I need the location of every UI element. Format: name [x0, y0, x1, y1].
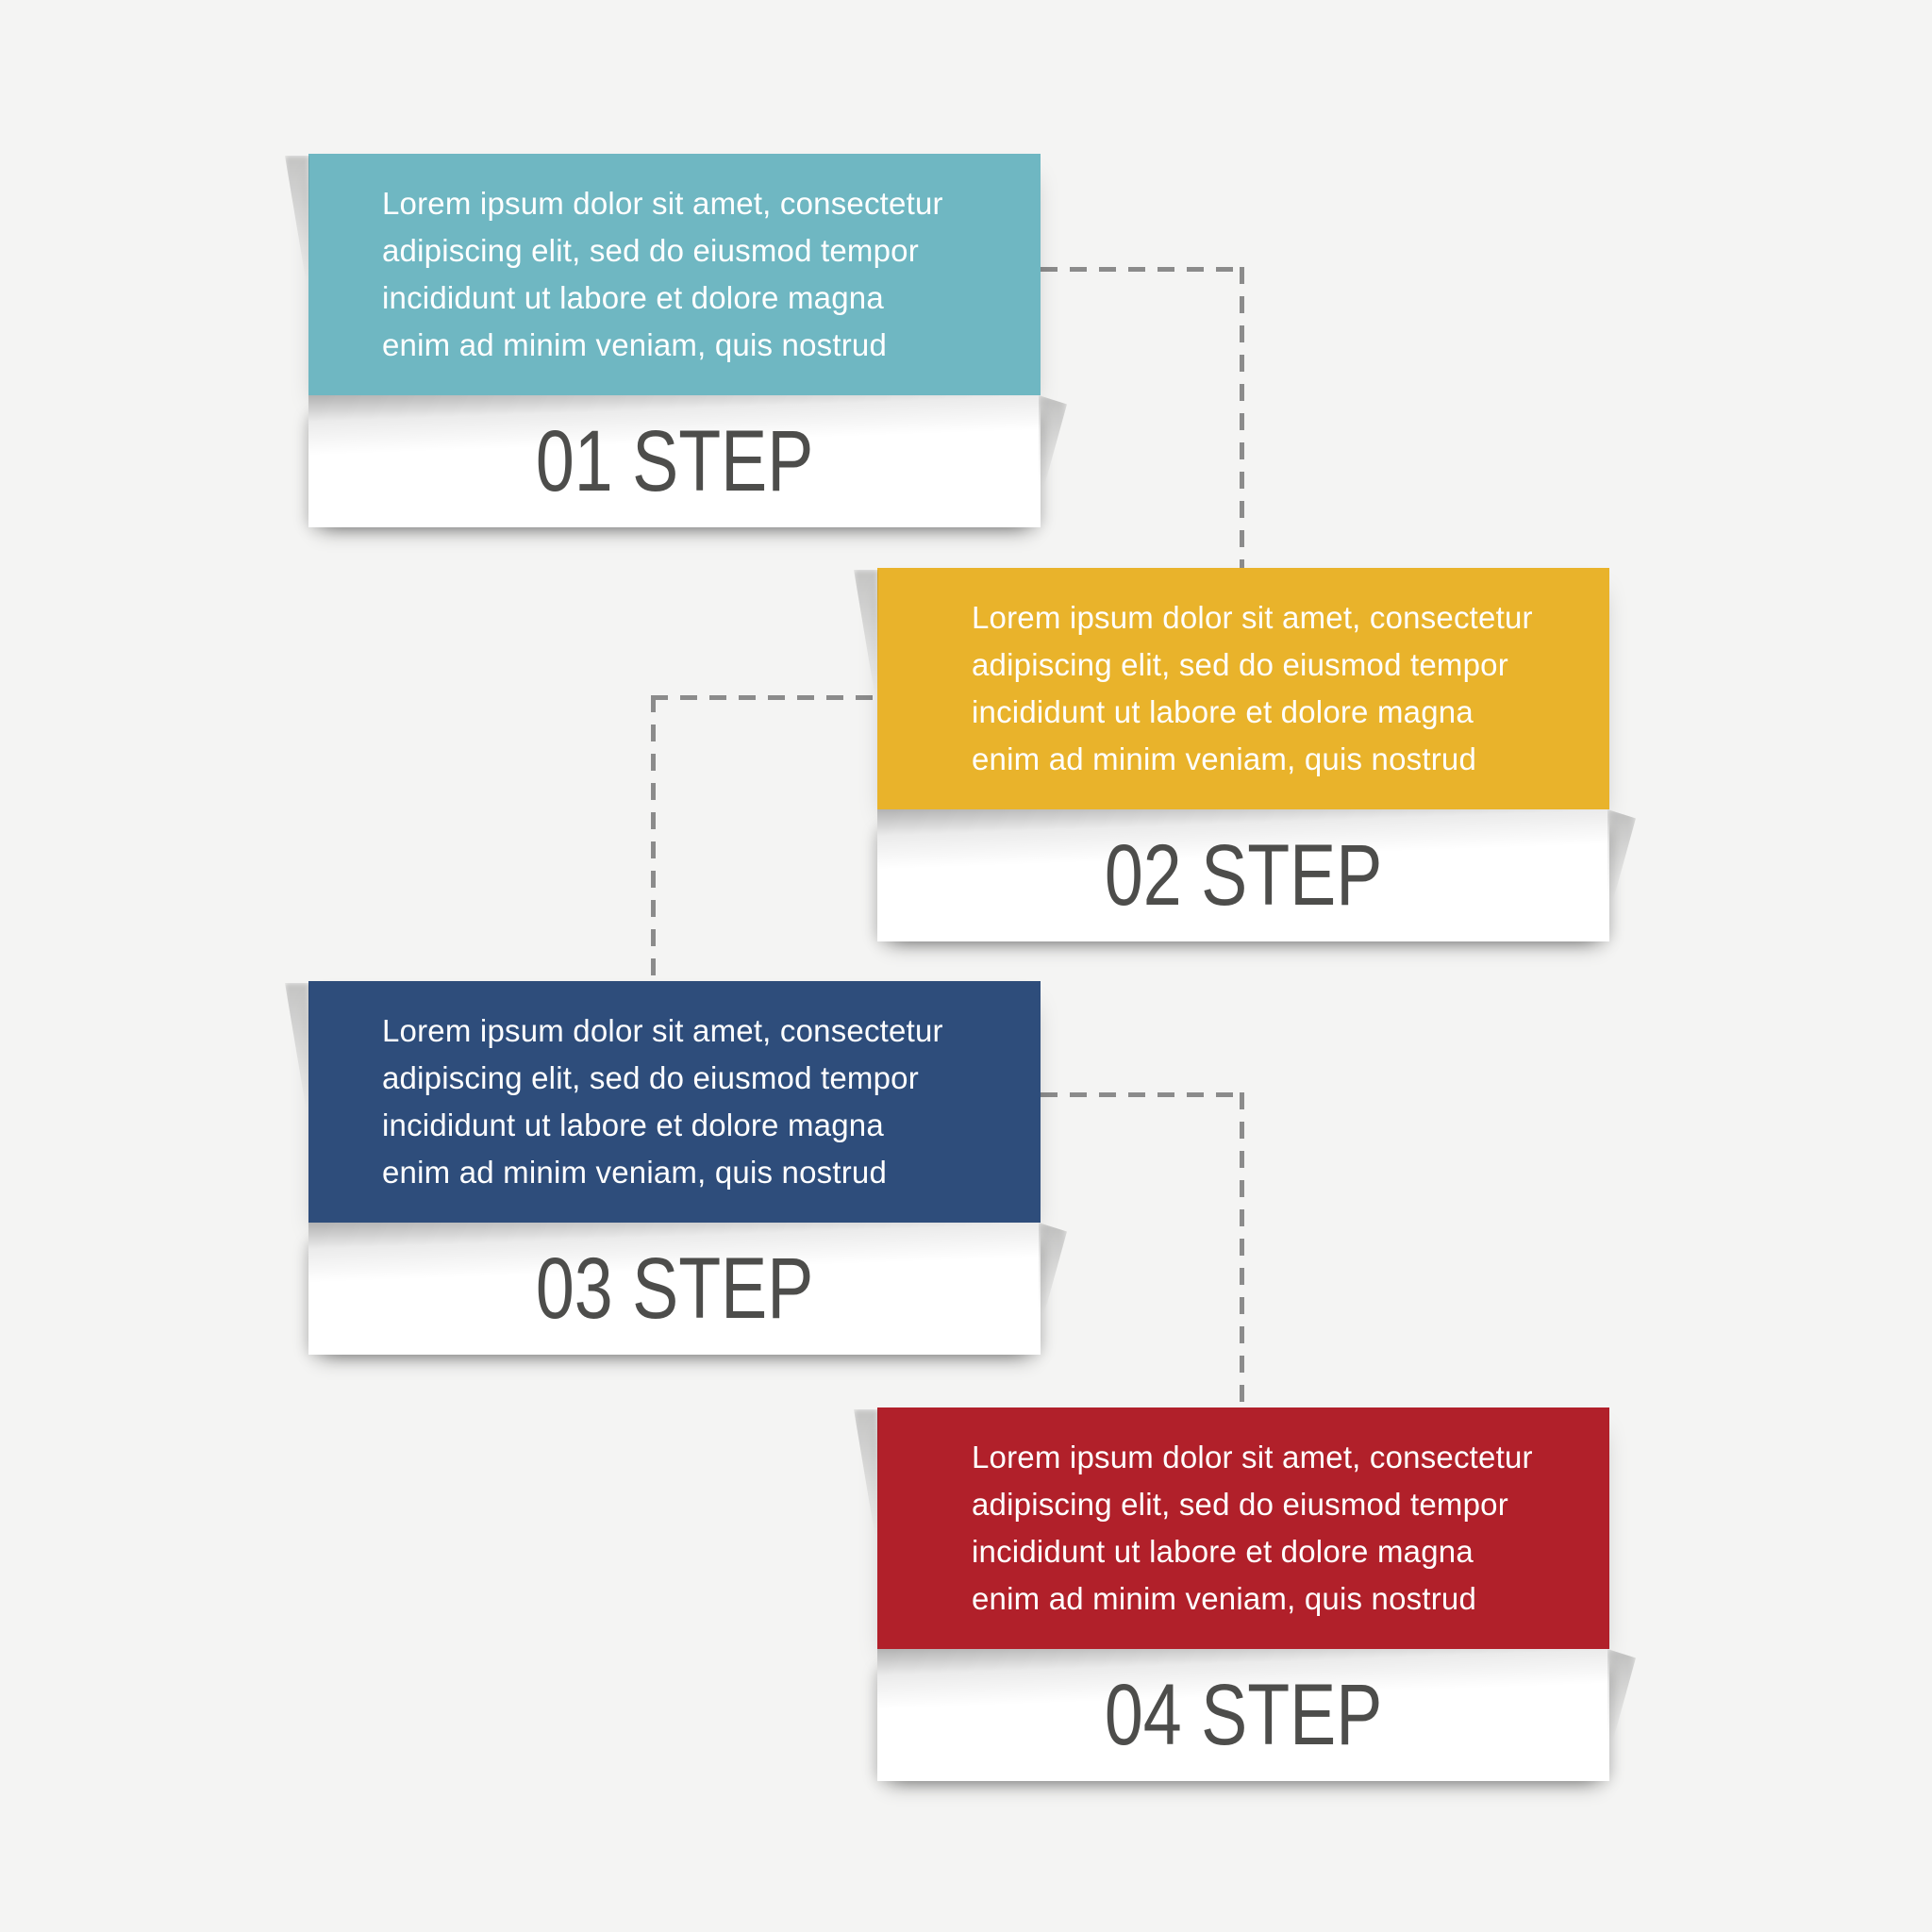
connector-3-4-horizontal: [1041, 1092, 1244, 1097]
step-04-label-bar: 04 STEP: [877, 1649, 1609, 1781]
step-02-panel: Lorem ipsum dolor sit amet, consectetur …: [877, 568, 1609, 809]
step-04-label: 04 STEP: [1104, 1666, 1383, 1763]
step-04-body: Lorem ipsum dolor sit amet, consectetur …: [972, 1434, 1557, 1623]
body-line: adipiscing elit, sed do eiusmod tempor: [382, 1060, 919, 1095]
step-01-body: Lorem ipsum dolor sit amet, consectetur …: [382, 180, 967, 369]
body-line: Lorem ipsum dolor sit amet, consectetur: [972, 600, 1533, 635]
body-line: enim ad minim veniam, quis nostrud: [382, 327, 888, 362]
connector-2-3-vertical: [651, 695, 656, 981]
connector-3-4-vertical: [1240, 1092, 1244, 1407]
step-03-label-bar: 03 STEP: [308, 1223, 1041, 1355]
step-03-block: Lorem ipsum dolor sit amet, consectetur …: [308, 981, 1041, 1355]
body-line: Lorem ipsum dolor sit amet, consectetur: [972, 1440, 1533, 1474]
step-01-block: Lorem ipsum dolor sit amet, consectetur …: [308, 154, 1041, 527]
step-02-block: Lorem ipsum dolor sit amet, consectetur …: [877, 568, 1609, 941]
body-line: incididunt ut labore et dolore magna: [972, 694, 1474, 729]
body-line: adipiscing elit, sed do eiusmod tempor: [382, 233, 919, 268]
step-01-label: 01 STEP: [535, 412, 814, 509]
body-line: enim ad minim veniam, quis nostrud: [972, 1581, 1477, 1616]
step-01-panel: Lorem ipsum dolor sit amet, consectetur …: [308, 154, 1041, 395]
body-line: incididunt ut labore et dolore magna: [972, 1534, 1474, 1569]
body-line: Lorem ipsum dolor sit amet, consectetur: [382, 186, 943, 221]
connector-2-3-horizontal: [651, 695, 877, 700]
step-02-label-bar: 02 STEP: [877, 809, 1609, 941]
body-line: enim ad minim veniam, quis nostrud: [972, 741, 1477, 776]
step-03-body: Lorem ipsum dolor sit amet, consectetur …: [382, 1008, 967, 1196]
step-02-body: Lorem ipsum dolor sit amet, consectetur …: [972, 594, 1557, 783]
body-line: Lorem ipsum dolor sit amet, consectetur: [382, 1013, 943, 1048]
body-line: incididunt ut labore et dolore magna: [382, 1108, 884, 1142]
connector-1-2-vertical: [1240, 267, 1244, 568]
step-01-label-bar: 01 STEP: [308, 395, 1041, 527]
body-line: adipiscing elit, sed do eiusmod tempor: [972, 1487, 1508, 1522]
step-04-panel: Lorem ipsum dolor sit amet, consectetur …: [877, 1407, 1609, 1649]
connector-1-2-horizontal: [1041, 267, 1244, 272]
step-02-label: 02 STEP: [1104, 826, 1383, 924]
body-line: enim ad minim veniam, quis nostrud: [382, 1155, 888, 1190]
step-04-block: Lorem ipsum dolor sit amet, consectetur …: [877, 1407, 1609, 1781]
step-03-label: 03 STEP: [535, 1240, 814, 1337]
body-line: incididunt ut labore et dolore magna: [382, 280, 884, 315]
body-line: adipiscing elit, sed do eiusmod tempor: [972, 647, 1508, 682]
step-03-panel: Lorem ipsum dolor sit amet, consectetur …: [308, 981, 1041, 1223]
